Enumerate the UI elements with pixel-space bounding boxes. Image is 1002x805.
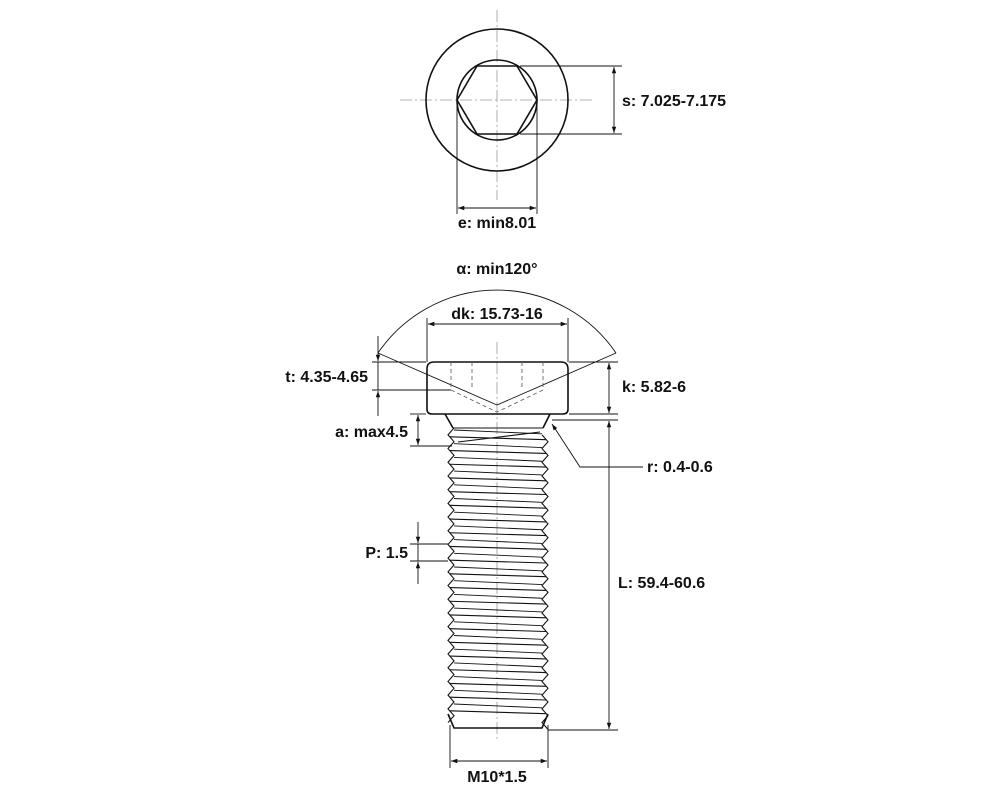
thread-root-line xyxy=(453,525,543,531)
thread-profile-left xyxy=(447,427,455,723)
thread-crest-line xyxy=(449,545,547,550)
thread-root-line xyxy=(453,676,543,681)
thread-crest-line xyxy=(449,696,547,701)
thread-root-line xyxy=(453,470,543,476)
socket-hidden-cone xyxy=(450,389,544,413)
a-label: a: max4.5 xyxy=(335,424,408,441)
thread-root-line xyxy=(453,539,543,544)
alpha-line-right xyxy=(496,352,617,406)
screw-head xyxy=(426,361,569,415)
thread-tip-chamfer xyxy=(447,713,549,729)
dk-label: dk: 15.73-16 xyxy=(451,306,543,323)
thread-root-line xyxy=(453,443,543,448)
thread-root-line xyxy=(453,593,543,599)
thread-root-line xyxy=(453,621,543,627)
thread-crest-line xyxy=(449,641,547,646)
l-label: L: 59.4-60.6 xyxy=(618,575,705,592)
thread-root-line xyxy=(453,552,543,558)
t-label: t: 4.35-4.65 xyxy=(285,369,368,386)
thread-crest-line xyxy=(449,710,547,715)
thread-root-line xyxy=(453,648,543,654)
thread-root-line xyxy=(453,689,543,695)
thread-root-line xyxy=(453,703,543,709)
head-outer-circle xyxy=(425,28,569,172)
thread-root-line xyxy=(453,566,543,572)
r-label: r: 0.4-0.6 xyxy=(647,459,713,476)
alpha-arc xyxy=(377,289,617,354)
thread-crest-line xyxy=(449,600,547,605)
thread-crest-line xyxy=(449,669,547,674)
thread-profile-right xyxy=(541,434,549,730)
r-leader xyxy=(551,423,643,468)
thread-crest-line xyxy=(449,504,547,509)
thread-crest-line xyxy=(449,655,547,660)
hex-socket xyxy=(456,65,538,135)
thread-crest-line xyxy=(449,559,547,564)
k-label: k: 5.82-6 xyxy=(622,379,686,396)
p-label: P: 1.5 xyxy=(365,545,408,562)
thread-crest-line xyxy=(449,518,547,523)
thread-crest-line xyxy=(449,463,547,468)
top-view: s: 7.025-7.175 e: min8.01 xyxy=(400,10,726,232)
alpha-line-left xyxy=(377,352,498,406)
thread-crest-line xyxy=(449,477,547,482)
thread-runout-line xyxy=(457,431,541,443)
e-label: e: min8.01 xyxy=(458,215,536,232)
neck-fillet-right xyxy=(542,413,551,429)
s-label: s: 7.025-7.175 xyxy=(622,93,726,110)
thread-root-line xyxy=(453,635,543,640)
thread-root-line xyxy=(453,607,543,613)
thread-crest-line xyxy=(449,587,547,591)
alpha-label: α: min120° xyxy=(456,261,537,278)
threaded-shank xyxy=(447,427,549,730)
thread-root-line xyxy=(453,456,543,462)
side-view: α: min120° dk: 15.73-16 t: 4.35-4.65 k: … xyxy=(285,261,713,786)
thread-crest-line xyxy=(449,532,547,537)
thread-crest-line xyxy=(449,628,547,633)
thread-root-line xyxy=(453,580,543,585)
m-label: M10*1.5 xyxy=(467,769,527,786)
thread-root-line xyxy=(453,484,543,490)
thread-root-line xyxy=(453,511,543,517)
thread-crest-line xyxy=(449,491,547,496)
thread-root-line xyxy=(453,498,543,503)
thread-root-line xyxy=(453,662,543,668)
thread-crest-line xyxy=(449,614,547,619)
thread-crest-line xyxy=(449,682,547,687)
thread-crest-line xyxy=(449,450,547,454)
thread-crest-line xyxy=(449,436,547,441)
neck-fillet-left xyxy=(444,413,454,429)
thread-crest-line xyxy=(449,573,547,578)
